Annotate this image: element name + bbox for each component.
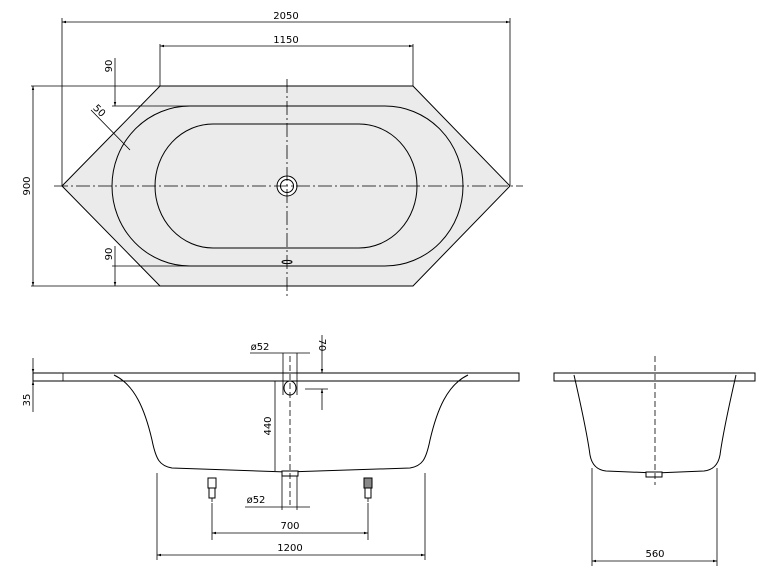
side-view: 560	[553, 356, 756, 566]
top-view: 2050 1150 900 90 50 90	[22, 11, 523, 298]
side-drain	[645, 471, 663, 478]
dim-overflow-diameter: ø52	[251, 342, 270, 353]
tub-basin-outline	[154, 123, 418, 249]
dim-top-edge: 1150	[273, 35, 298, 46]
dim-rim-top: 90	[104, 60, 115, 73]
dim-overflow-height: 70	[316, 339, 327, 352]
dim-base-width: 560	[645, 549, 664, 560]
dim-drain-diameter: ø52	[247, 495, 266, 506]
dim-feet-spacing: 700	[280, 521, 299, 532]
front-rim	[32, 372, 520, 382]
foot-left	[207, 477, 217, 502]
dim-rim-bottom: 90	[104, 248, 115, 261]
tub-rim-inner-outline	[111, 105, 464, 267]
dim-base-length: 1200	[277, 543, 302, 554]
side-rim	[553, 372, 756, 382]
dim-depth: 440	[263, 416, 274, 435]
foot-right	[363, 477, 373, 502]
front-body-outline	[113, 374, 469, 473]
dim-width: 900	[22, 176, 33, 195]
dim-corner: 50	[90, 103, 107, 120]
front-view: ø52 70 35 440 ø52 700	[22, 335, 520, 560]
dim-total-length: 2050	[273, 11, 298, 22]
dim-rim-thickness: 35	[22, 394, 33, 407]
dimension-line-50	[90, 109, 131, 151]
